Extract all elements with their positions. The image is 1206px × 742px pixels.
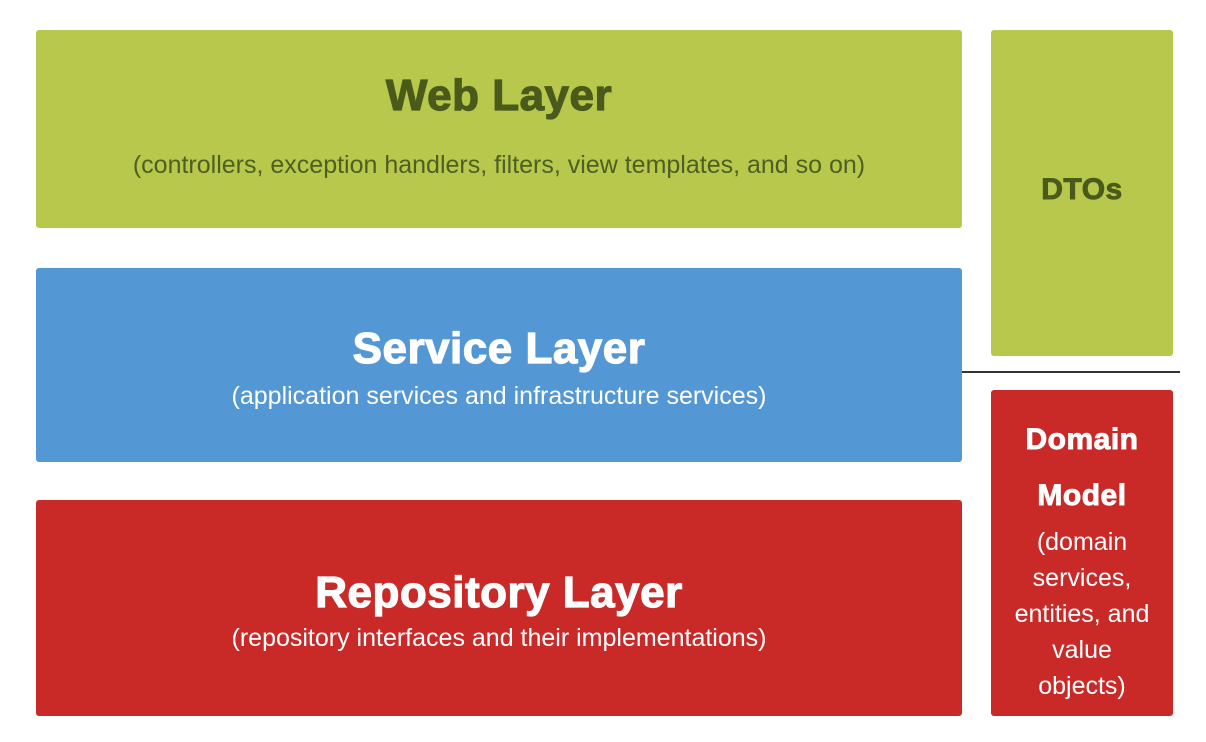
repository-layer-title: Repository Layer <box>315 567 683 617</box>
service-layer-title: Service Layer <box>352 323 646 373</box>
service-layer-box: Service Layer (application services and … <box>36 268 962 462</box>
domain-model-desc-line3: entities, and <box>1014 600 1150 628</box>
domain-model-desc-line5: objects) <box>1038 672 1126 700</box>
domain-model-title-line1: Domain <box>1025 423 1139 457</box>
dtos-box: DTOs <box>991 30 1173 356</box>
divider-line <box>962 371 1180 373</box>
service-layer-description: (application services and infrastructure… <box>231 381 767 410</box>
domain-model-desc-line1: (domain <box>1036 528 1128 556</box>
domain-model-desc-line4: value <box>1052 636 1112 664</box>
repository-layer-description: (repository interfaces and their impleme… <box>231 623 767 652</box>
dtos-title: DTOs <box>1041 173 1123 207</box>
web-layer-box: Web Layer (controllers, exception handle… <box>36 30 962 228</box>
repository-layer-box: Repository Layer (repository interfaces … <box>36 500 962 716</box>
domain-model-box: Domain Model (domain services, entities,… <box>991 390 1173 716</box>
web-layer-description: (controllers, exception handlers, filter… <box>132 150 866 179</box>
domain-model-desc-line2: services, <box>1032 564 1132 592</box>
web-layer-title: Web Layer <box>385 70 613 120</box>
domain-model-title-line2: Model <box>1037 479 1127 513</box>
